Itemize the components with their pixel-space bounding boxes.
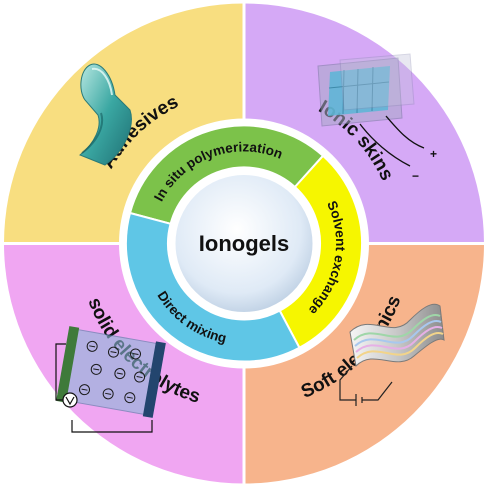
method-ring [125, 124, 364, 363]
method-segment-direct-mixing [125, 211, 301, 363]
method-segment-in-situ-polymerization [128, 124, 325, 226]
plus-sign: + [430, 147, 437, 161]
adhesive-tape-icon [79, 63, 132, 166]
ionic-skin-sensor-icon: + − [317, 53, 437, 183]
center-title: Ionogels [199, 231, 289, 256]
minus-sign: − [412, 169, 419, 183]
flexible-electronics-icon [339, 303, 445, 406]
method-segment-solvent-exchange [278, 154, 364, 350]
center-disc [172, 172, 316, 315]
battery-cell-icon [55, 326, 166, 433]
